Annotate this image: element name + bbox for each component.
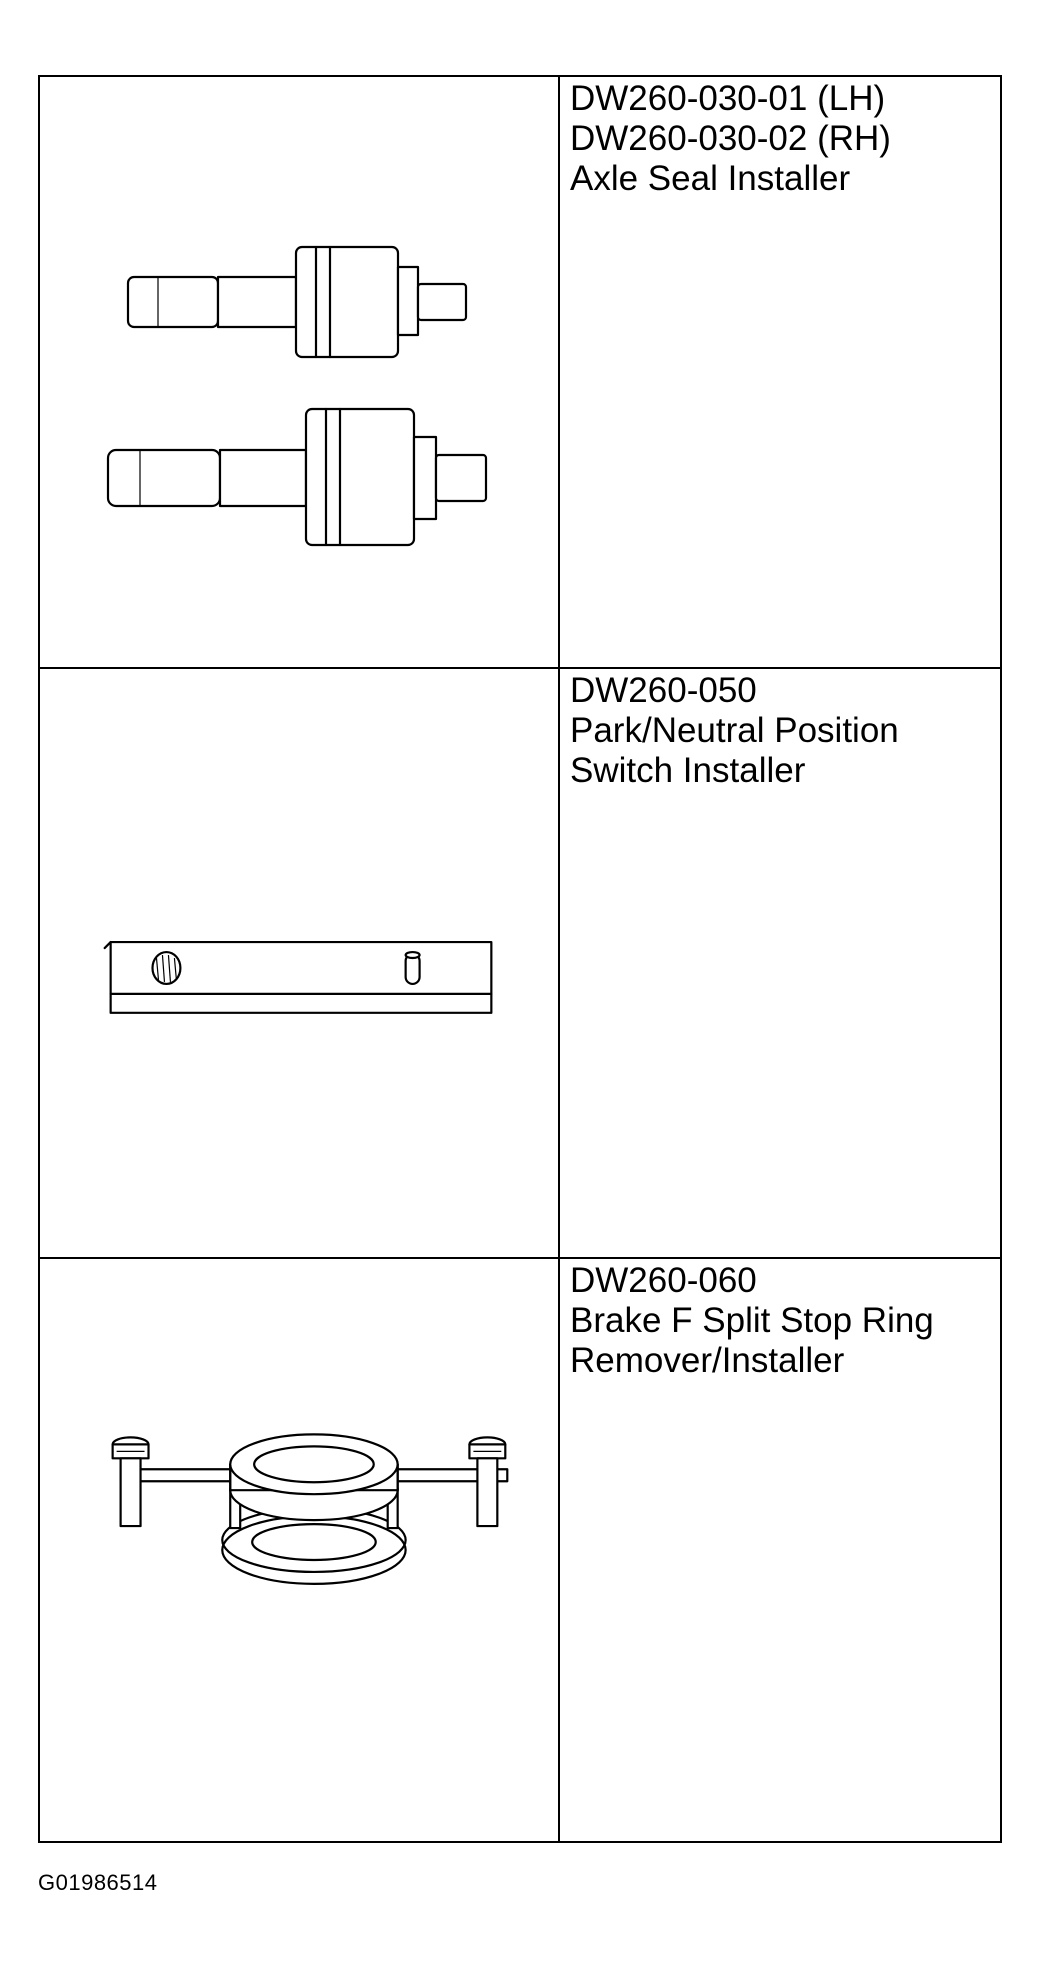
tool-part-number-lh: DW260-030-01 (LH) xyxy=(570,79,886,118)
tool-description: DW260-060 Brake F Split Stop Ring Remove… xyxy=(570,1261,998,1381)
tool-name-line-2: Switch Installer xyxy=(570,751,806,790)
column-divider xyxy=(558,77,560,667)
tool-description: DW260-030-01 (LH) DW260-030-02 (RH) Axle… xyxy=(570,79,998,199)
park-neutral-switch-installer-icon xyxy=(103,940,493,1014)
tool-part-number: DW260-050 xyxy=(570,671,757,710)
tool-illustration-cell xyxy=(40,77,558,667)
tool-name-line-1: Brake F Split Stop Ring xyxy=(570,1301,934,1340)
special-tools-table: DW260-030-01 (LH) DW260-030-02 (RH) Axle… xyxy=(38,75,1002,1843)
tool-row: DW260-050 Park/Neutral Position Switch I… xyxy=(40,667,1000,1257)
tool-illustration-cell xyxy=(40,669,558,1257)
tool-part-number: DW260-060 xyxy=(570,1261,757,1300)
tool-name-line-1: Park/Neutral Position xyxy=(570,711,899,750)
tool-illustration-cell xyxy=(40,1259,558,1843)
brake-split-stop-ring-tool-icon xyxy=(111,1433,509,1585)
tool-description: DW260-050 Park/Neutral Position Switch I… xyxy=(570,671,998,791)
tool-name-line-2: Remover/Installer xyxy=(570,1341,845,1380)
tool-part-number-rh: DW260-030-02 (RH) xyxy=(570,119,891,158)
axle-seal-installer-icon xyxy=(106,245,488,547)
figure-code: G01986514 xyxy=(38,1870,158,1895)
column-divider xyxy=(558,1259,560,1843)
tool-row: DW260-060 Brake F Split Stop Ring Remove… xyxy=(40,1257,1000,1843)
column-divider xyxy=(558,669,560,1257)
tool-name: Axle Seal Installer xyxy=(570,159,851,198)
tool-row: DW260-030-01 (LH) DW260-030-02 (RH) Axle… xyxy=(40,77,1000,667)
